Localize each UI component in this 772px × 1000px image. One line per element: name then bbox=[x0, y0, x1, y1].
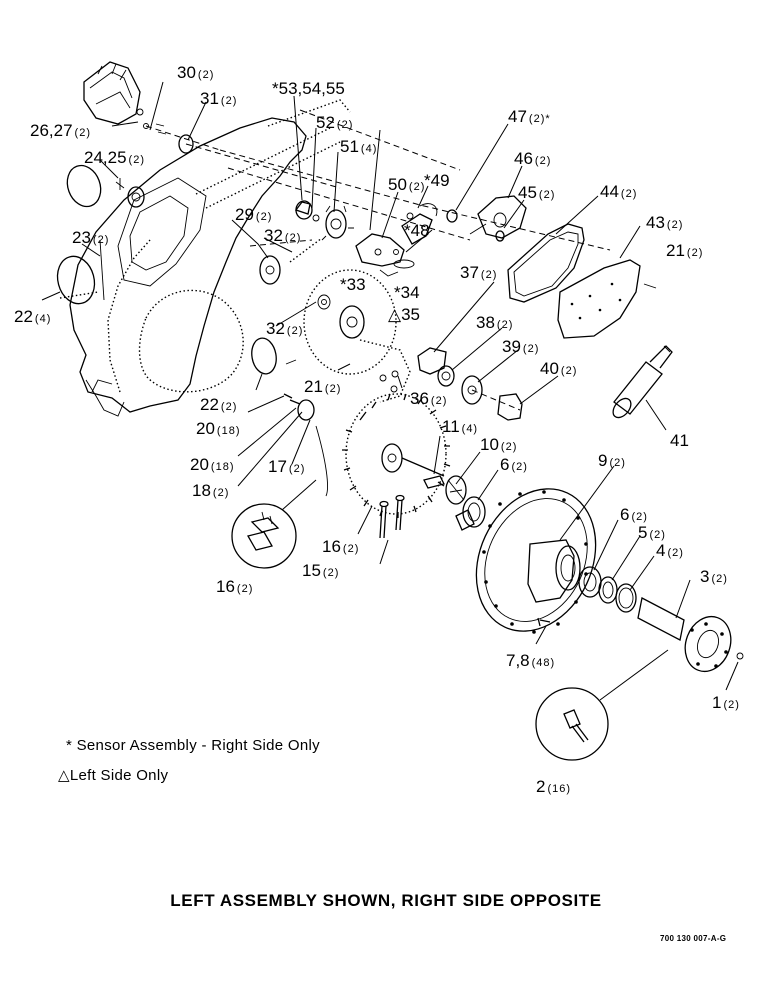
part-label-4: 4(2) bbox=[656, 541, 684, 560]
part-label-10: 10(2) bbox=[480, 435, 517, 454]
gearbox-housing bbox=[59, 99, 351, 417]
part-label-42: 43(2) bbox=[646, 213, 683, 232]
part-label-46: 47(2)* bbox=[508, 107, 551, 126]
part-label-19: 20(18) bbox=[190, 455, 234, 474]
idler-shaft-parts bbox=[417, 347, 523, 421]
diagram-caption: LEFT ASSEMBLY SHOWN, RIGHT SIDE OPPOSITE bbox=[170, 891, 602, 910]
part-label-22b: 22(2) bbox=[200, 395, 237, 414]
part-label-18: 18(2) bbox=[192, 481, 229, 500]
part-label-20b: 21(2) bbox=[666, 241, 703, 260]
part-labels: 30(2) 31(2) 26,27(2) 24,25(2) 23(2) 22(4… bbox=[14, 63, 740, 796]
sensor-assembly-note: * Sensor Assembly - Right Side Only bbox=[66, 737, 320, 754]
detail-bubble-chain-link bbox=[231, 479, 317, 569]
part-label-50: 51(4) bbox=[340, 137, 377, 156]
keys-spacers bbox=[423, 475, 486, 531]
part-label-12-14: 15(2) bbox=[302, 561, 339, 580]
part-label-21: 21(2) bbox=[304, 377, 341, 396]
sensor-assembly bbox=[355, 203, 438, 277]
part-label-5: 5(2) bbox=[638, 523, 666, 542]
part-label-38: 38(2) bbox=[476, 313, 513, 332]
part-label-1: 1(2) bbox=[712, 693, 740, 712]
part-label-43: 44(2) bbox=[600, 182, 637, 201]
part-label-24-25: 24,25(2) bbox=[84, 148, 145, 167]
gasket-43 bbox=[507, 223, 585, 303]
part-label-37: 37(2) bbox=[460, 263, 497, 282]
part-label-35: △35 bbox=[388, 305, 420, 324]
cover-plates bbox=[56, 164, 277, 375]
part-label-23: 23(2) bbox=[72, 228, 109, 247]
part-label-29: 31(2) bbox=[200, 89, 237, 108]
part-label-6b: 6(2) bbox=[620, 505, 648, 524]
part-label-52: *53,54,55 bbox=[272, 79, 345, 98]
part-label-3: 3(2) bbox=[700, 567, 728, 586]
leader-lines bbox=[41, 81, 739, 691]
left-side-only-note: △Left Side Only bbox=[58, 767, 169, 784]
part-label-2: 2(16) bbox=[536, 777, 571, 796]
hydraulic-motor bbox=[83, 61, 221, 151]
part-label-6a: 6(2) bbox=[500, 455, 528, 474]
part-label-32: 32(2) bbox=[266, 319, 303, 338]
part-label-26-27: 26,27(2) bbox=[30, 121, 91, 140]
roller-chain bbox=[359, 339, 411, 403]
part-label-34: *34 bbox=[394, 283, 420, 302]
part-label-9: 9(2) bbox=[598, 451, 626, 470]
spindle-3 bbox=[637, 597, 744, 673]
part-label-48: *49 bbox=[424, 171, 450, 190]
part-label-51: 52(2) bbox=[316, 113, 353, 132]
hydraulic-cylinder-41 bbox=[612, 345, 673, 419]
part-label-41: 41 bbox=[670, 431, 689, 450]
detail-bubble-stud bbox=[535, 649, 669, 761]
part-label-22a: 22(4) bbox=[14, 307, 51, 326]
bearing-plate-45 bbox=[446, 195, 527, 242]
part-label-28: 30(2) bbox=[177, 63, 214, 82]
part-label-7-8: 7,8(48) bbox=[506, 651, 555, 670]
part-label-30: 29(2) bbox=[235, 205, 272, 224]
part-label-33: *33 bbox=[340, 275, 366, 294]
cover-42 bbox=[557, 259, 657, 339]
drawing-code: 700 130 007-A-G bbox=[660, 934, 727, 943]
bolts-12-14 bbox=[379, 494, 405, 539]
small-hardware-upper bbox=[115, 123, 194, 208]
part-label-17: 17(2) bbox=[268, 457, 305, 476]
part-label-44: 45(2) bbox=[518, 183, 555, 202]
part-label-49: 50(2) bbox=[388, 175, 425, 194]
upper-sprocket-assembly bbox=[259, 200, 354, 285]
part-label-20a: 20(18) bbox=[196, 419, 240, 438]
part-label-11: 11(4) bbox=[442, 417, 478, 436]
part-label-36: 36(2) bbox=[410, 389, 447, 408]
part-label-39: 39(2) bbox=[502, 337, 539, 356]
part-label-45: 46(2) bbox=[514, 149, 551, 168]
part-label-15: 16(2) bbox=[322, 537, 359, 556]
part-label-40: 40(2) bbox=[540, 359, 577, 378]
part-label-47: *48 bbox=[404, 221, 430, 240]
large-sprocket-21 bbox=[303, 269, 397, 375]
drive-sprocket-15 bbox=[315, 393, 451, 518]
part-label-16: 16(2) bbox=[216, 577, 253, 596]
wheel-hub-9 bbox=[475, 488, 597, 634]
small-bolts bbox=[283, 359, 551, 627]
bearings-seals bbox=[578, 566, 637, 613]
part-label-31: 32(2) bbox=[264, 226, 301, 245]
